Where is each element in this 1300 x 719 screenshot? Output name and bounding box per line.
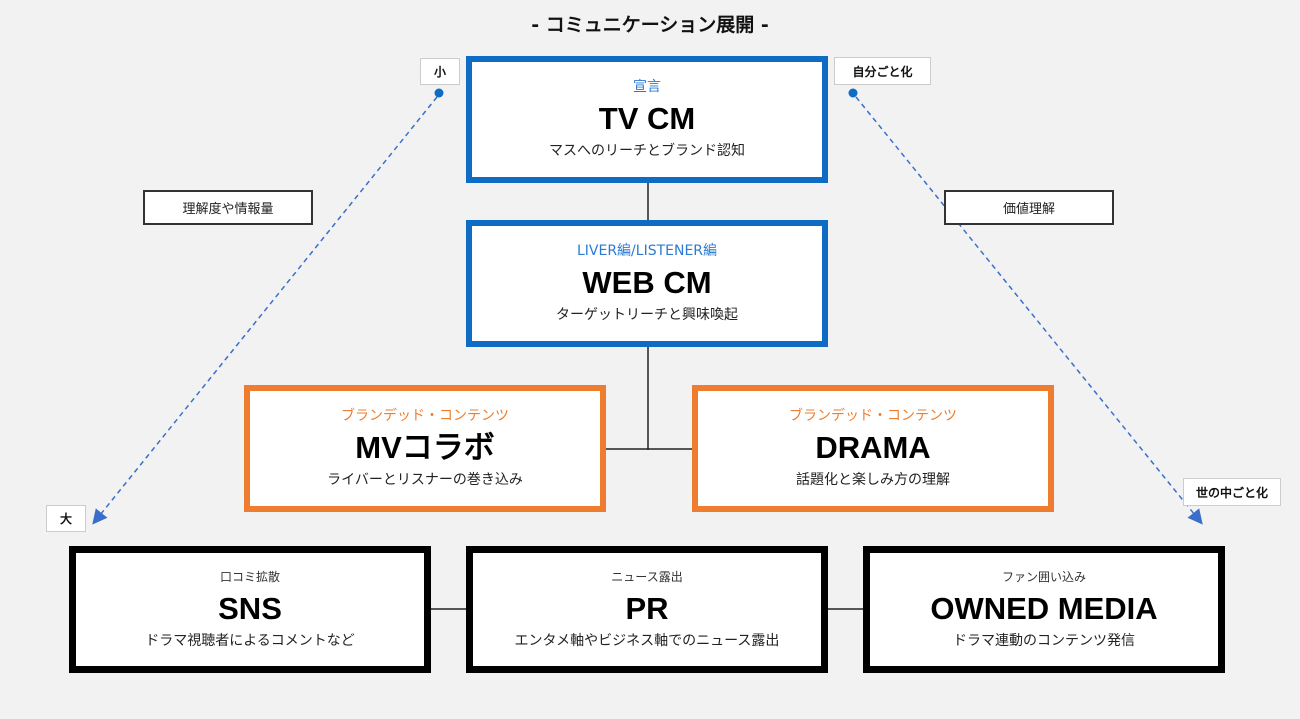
node-owned-media-title: OWNED MEDIA: [930, 591, 1158, 626]
node-web-cm-sub: LIVER編/LISTENER編: [576, 243, 718, 259]
right-axis-arrow: [855, 96, 1203, 525]
node-mv-collab: ブランデッド・コンテンツ MVコラボ ライバーとリスナーの巻き込み: [244, 385, 606, 512]
left-axis-start-dot: [434, 88, 444, 98]
node-owned-media-sub: ファン囲い込み: [1001, 570, 1086, 584]
node-sns-desc: ドラマ視聴者によるコメントなど: [145, 633, 355, 649]
node-tv-cm-title: TV CM: [598, 101, 696, 136]
node-owned-media-desc: ドラマ連動のコンテンツ発信: [953, 633, 1135, 649]
node-pr-title: PR: [625, 591, 669, 626]
node-tv-cm-desc: マスへのリーチとブランド認知: [549, 143, 745, 159]
node-sns-sub: 口コミ拡散: [219, 570, 280, 584]
node-owned-media: ファン囲い込み OWNED MEDIA ドラマ連動のコンテンツ発信: [863, 546, 1225, 673]
node-pr: ニュース露出 PR エンタメ軸やビジネス軸でのニュース露出: [466, 546, 828, 673]
node-drama-desc: 話題化と楽しみ方の理解: [796, 472, 950, 488]
left-axis-arrow: [92, 96, 438, 525]
node-pr-desc: エンタメ軸やビジネス軸でのニュース露出: [514, 633, 780, 649]
node-drama: ブランデッド・コンテンツ DRAMA 話題化と楽しみ方の理解: [692, 385, 1054, 512]
node-drama-title: DRAMA: [815, 430, 931, 465]
node-web-cm-title: WEB CM: [582, 265, 712, 300]
node-tv-cm: 宣言 TV CM マスへのリーチとブランド認知: [466, 56, 828, 183]
right-axis-start-tag: 自分ごと化: [834, 57, 931, 85]
node-mv-collab-sub: ブランデッド・コンテンツ: [341, 408, 509, 424]
node-web-cm: LIVER編/LISTENER編 WEB CM ターゲットリーチと興味喚起: [466, 220, 828, 347]
node-web-cm-desc: ターゲットリーチと興味喚起: [556, 307, 738, 323]
right-axis-end-tag: 世の中ごと化: [1183, 478, 1281, 506]
node-pr-sub: ニュース露出: [611, 570, 683, 584]
node-mv-collab-desc: ライバーとリスナーの巻き込み: [327, 472, 523, 488]
node-sns: 口コミ拡散 SNS ドラマ視聴者によるコメントなど: [69, 546, 431, 673]
node-sns-title: SNS: [218, 591, 282, 626]
left-axis-end-tag: 大: [46, 505, 86, 532]
node-mv-collab-title: MVコラボ: [355, 430, 495, 465]
left-axis-start-tag: 小: [420, 58, 460, 85]
diagram-title: - コミュニケーション展開 -: [531, 14, 769, 36]
left-axis-label: 理解度や情報量: [143, 190, 313, 225]
right-axis-label: 価値理解: [944, 190, 1114, 225]
node-tv-cm-sub: 宣言: [633, 79, 661, 95]
node-drama-sub: ブランデッド・コンテンツ: [789, 408, 957, 424]
right-axis-start-dot: [848, 88, 858, 98]
